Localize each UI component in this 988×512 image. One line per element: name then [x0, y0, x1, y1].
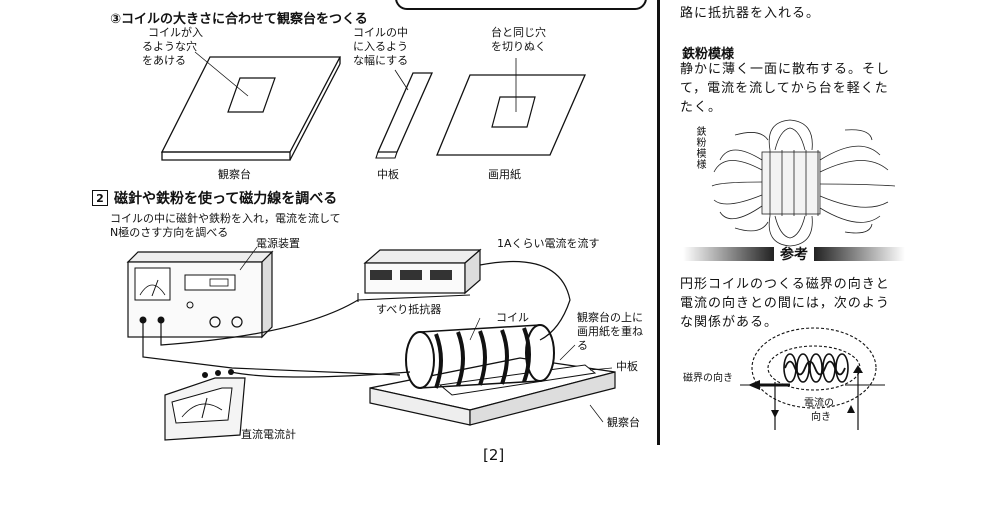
label-rheostat: すべり抵抗器 [376, 303, 442, 316]
ref-body-2: 電流の向きとの間には，次のよう [680, 296, 890, 311]
label-coil: コイル [496, 311, 529, 324]
section2-desc-1: コイルの中に磁針や鉄粉を入れ，電流を流して [110, 212, 341, 225]
field-direction-label: 磁界の向き [683, 373, 733, 384]
current-direction-1: 電流の [804, 398, 834, 409]
label-cut-hole-1: 台と同じ穴 [491, 26, 546, 39]
label-current-1a: 1Aくらい電流を流す [497, 237, 600, 250]
label-coil-hole-3: をあける [142, 54, 186, 67]
label-middle-width-1: コイルの中 [353, 26, 408, 39]
reference-banner: 参考 [683, 244, 905, 264]
ref-body-3: な関係がある。 [680, 315, 779, 330]
label-overlay-1: 観察台の上に [577, 311, 643, 324]
iron-body-1: 静かに薄く一面に散布する。そし [680, 62, 891, 77]
label-drawing-paper: 画用紙 [488, 168, 521, 181]
label-coil-hole-2: るような穴 [142, 40, 197, 53]
section2-title: 磁針や鉄粉を使って磁力線を調べる [114, 191, 338, 207]
reference-label: 参考 [780, 247, 808, 263]
label-coil-hole-1: コイルが入 [148, 26, 203, 39]
label-overlay-3: る [577, 339, 588, 352]
step3-heading: ③コイルの大きさに合わせて観察台をつくる [110, 12, 368, 27]
label-stand-2: 観察台 [607, 416, 640, 429]
page-number: [2] [483, 446, 505, 464]
label-cut-hole-2: を切りぬく [491, 40, 546, 53]
banner-bar-left [683, 247, 774, 261]
label-middle-plate: 中板 [377, 168, 399, 181]
iron-body-3: たく。 [680, 100, 723, 115]
label-middle-plate-2: 中板 [616, 360, 638, 373]
label-dc-ammeter: 直流電流計 [241, 428, 296, 441]
iron-vertical-label: 鉄粉模様 [694, 126, 705, 170]
label-overlay-2: 画用紙を重ね [577, 325, 643, 338]
section2-heading: 2 磁針や鉄粉を使って磁力線を調べる [92, 188, 337, 208]
column-divider [657, 0, 660, 445]
right-top-text: 路に抵抗器を入れる。 [680, 6, 821, 21]
current-direction-2: 向き [811, 412, 831, 423]
section2-desc-2: N極のさす方向を調べる [110, 226, 229, 239]
label-middle-width-2: に入るよう [353, 40, 408, 53]
label-power-supply: 電源装置 [256, 237, 300, 250]
section2-number: 2 [92, 190, 108, 206]
iron-heading: 鉄粉模様 [682, 47, 735, 62]
banner-bar-right [814, 247, 905, 261]
label-middle-width-3: な幅にする [353, 54, 409, 67]
ref-body-1: 円形コイルのつくる磁界の向きと [680, 277, 890, 292]
iron-body-2: て，電流を流してから台を軽くた [680, 81, 889, 96]
label-stand: 観察台 [218, 168, 251, 181]
